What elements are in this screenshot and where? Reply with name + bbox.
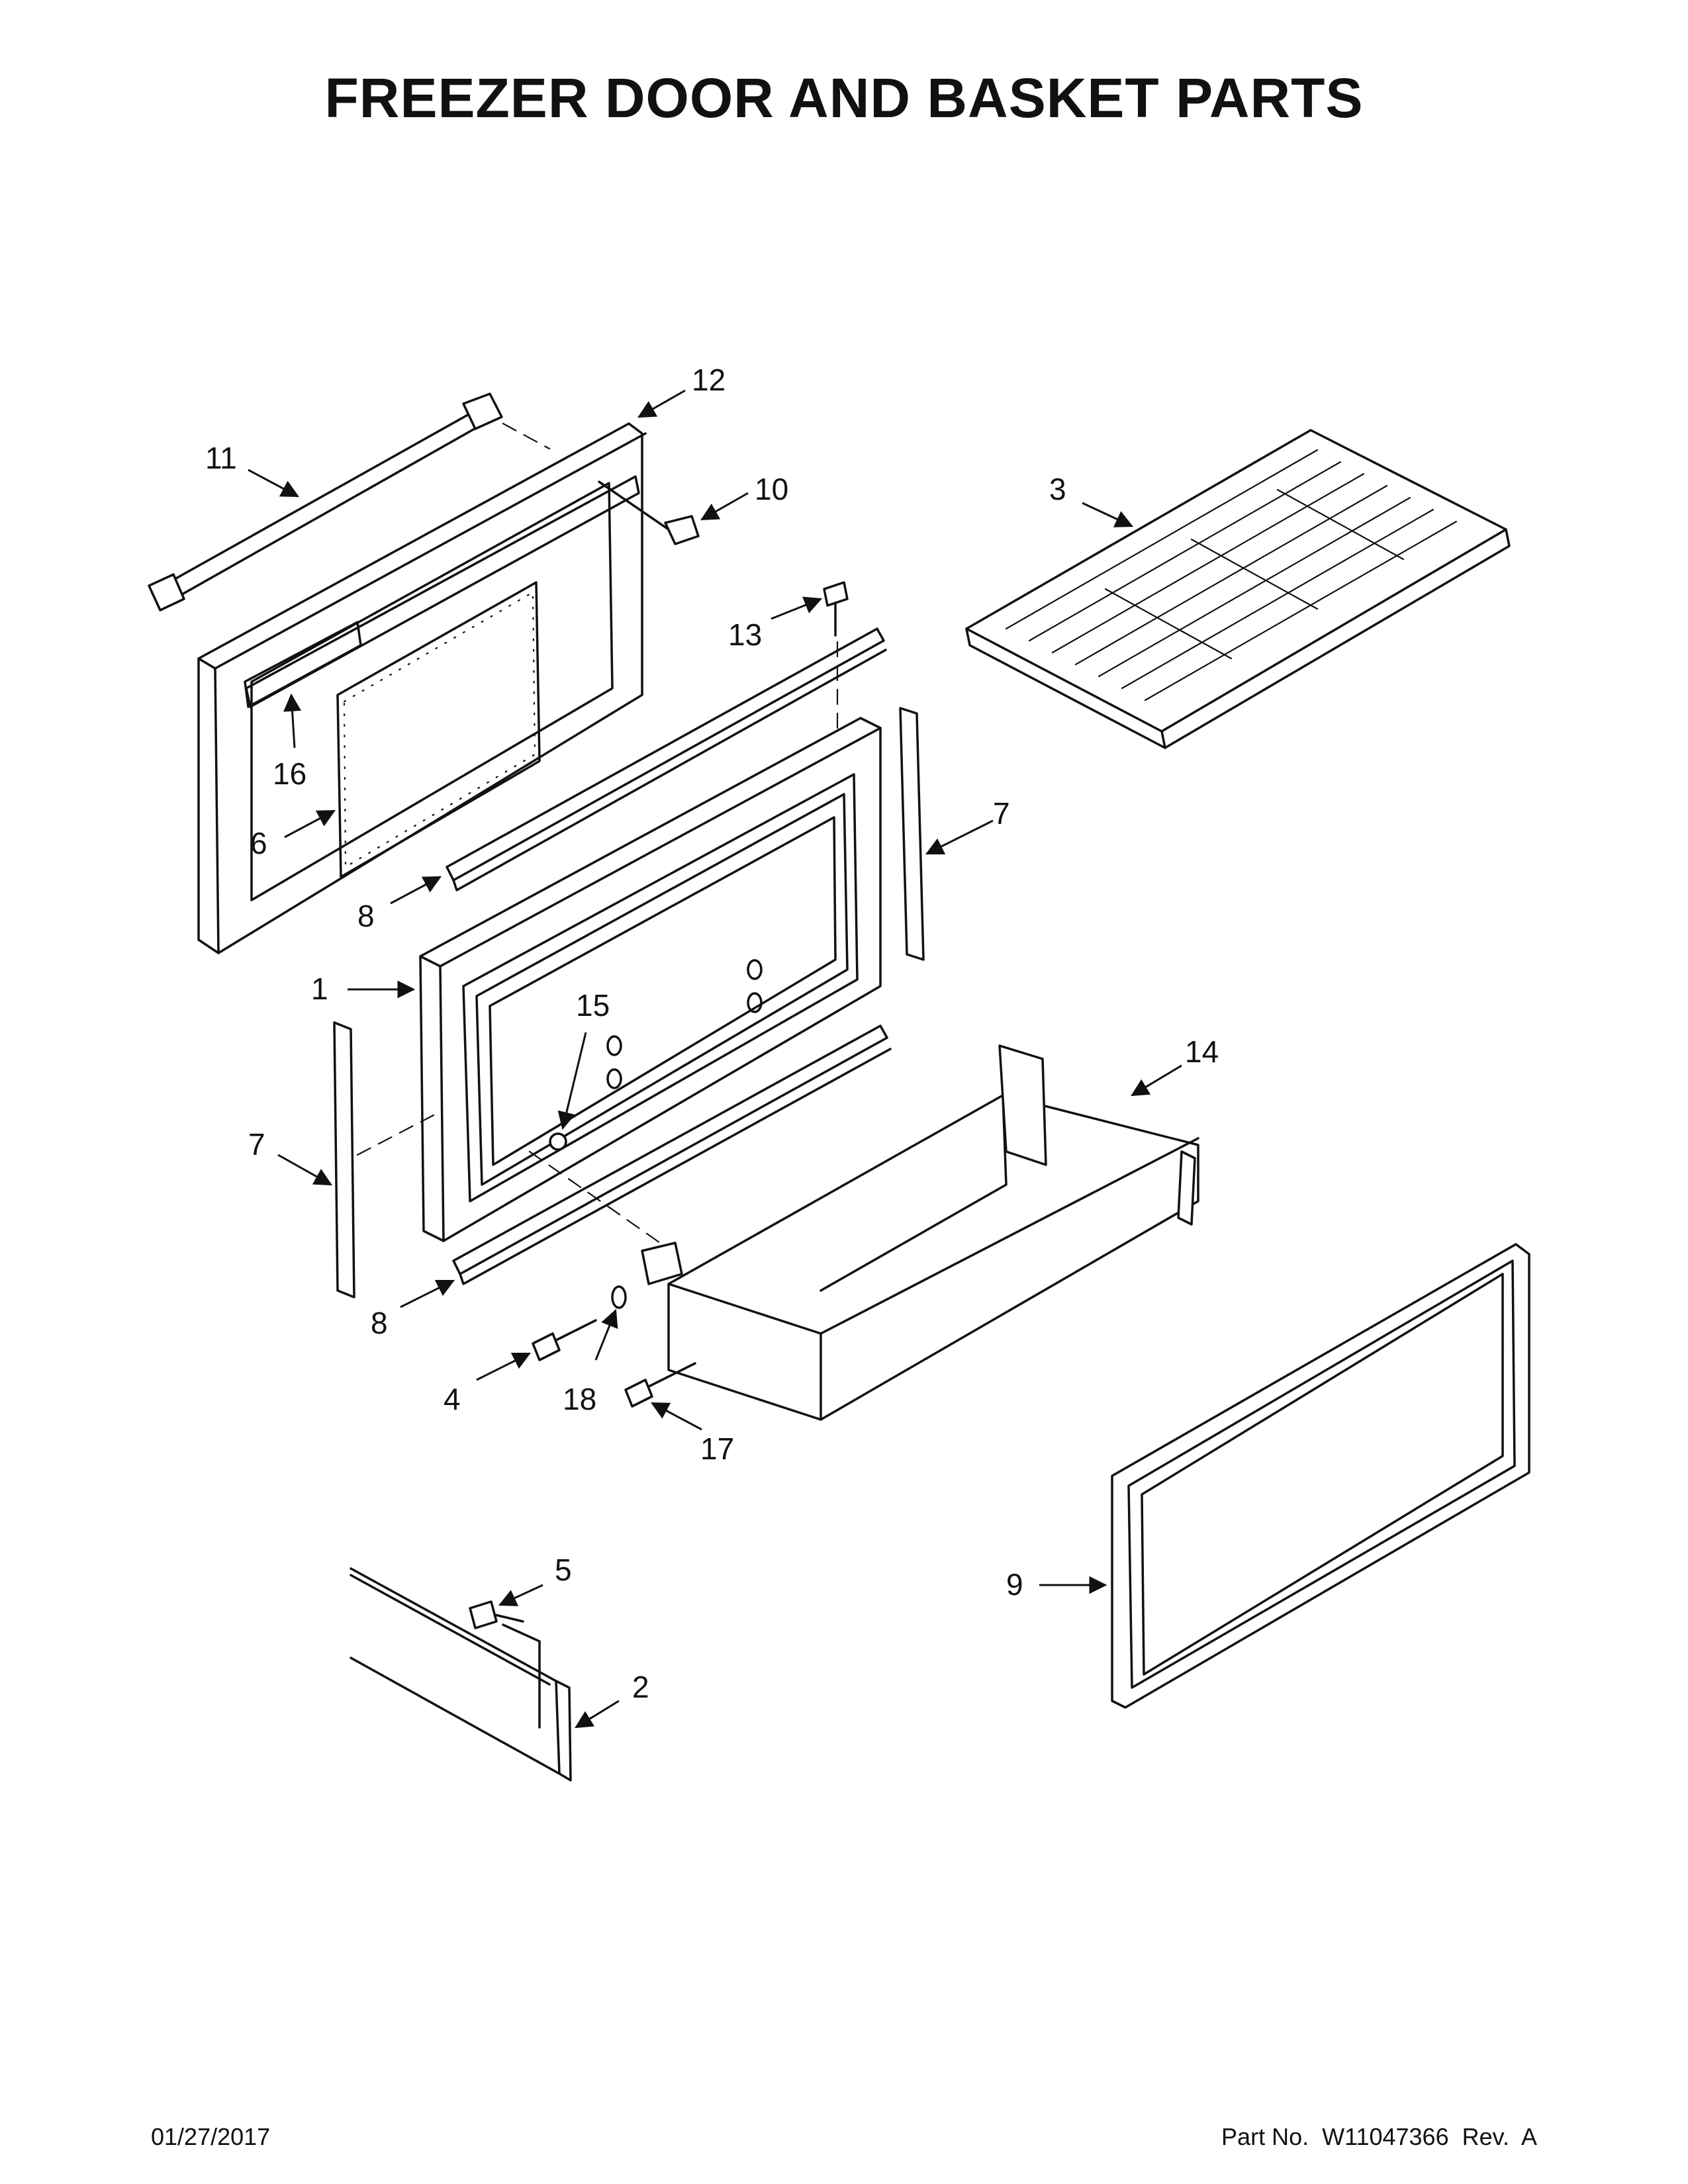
callout-8-lower: 8 bbox=[371, 1306, 388, 1340]
part-4-screw bbox=[532, 1319, 597, 1361]
callout-7-right: 7 bbox=[993, 796, 1010, 831]
callout-4: 4 bbox=[444, 1382, 461, 1416]
callout-10: 10 bbox=[755, 472, 788, 506]
part-13-screw bbox=[823, 581, 849, 736]
part-1-inner-door-liner bbox=[419, 717, 882, 1242]
part-6-insulation-panel bbox=[336, 581, 541, 878]
part-8-upper-rail bbox=[445, 627, 887, 891]
leader-16 bbox=[283, 693, 302, 749]
leader-7r bbox=[925, 819, 994, 855]
leader-8u bbox=[390, 876, 442, 905]
part-3-shelf bbox=[965, 429, 1511, 749]
leader-14 bbox=[1131, 1064, 1182, 1097]
leader-lines bbox=[248, 389, 1182, 1729]
callout-18: 18 bbox=[563, 1382, 596, 1416]
callout-2: 2 bbox=[632, 1670, 649, 1704]
leader-10 bbox=[700, 492, 749, 521]
leader-12 bbox=[637, 389, 686, 418]
part-8-lower-rail bbox=[452, 1024, 892, 1285]
part-11-handle bbox=[148, 392, 551, 612]
callout-9: 9 bbox=[1006, 1567, 1023, 1602]
part-number: W11047366 bbox=[1322, 2123, 1449, 2150]
part-label: Part No. bbox=[1221, 2123, 1309, 2150]
callout-13: 13 bbox=[728, 617, 762, 652]
part-17-screw bbox=[624, 1362, 696, 1408]
callout-15: 15 bbox=[576, 988, 610, 1023]
footer-part-info: Part No. W11047366 Rev. A bbox=[1221, 2123, 1537, 2151]
callout-1: 1 bbox=[311, 972, 328, 1006]
leader-2 bbox=[575, 1700, 620, 1729]
part-16-bracket bbox=[244, 621, 362, 708]
footer-date: 01/27/2017 bbox=[151, 2123, 271, 2150]
leader-18 bbox=[594, 1308, 618, 1361]
leader-17 bbox=[651, 1402, 702, 1431]
revision: Rev. A bbox=[1462, 2123, 1537, 2150]
callout-8-upper: 8 bbox=[357, 899, 375, 933]
callout-14: 14 bbox=[1185, 1034, 1219, 1069]
part-9-gasket bbox=[1111, 1243, 1530, 1709]
callout-7-left: 7 bbox=[248, 1127, 265, 1161]
page-title: FREEZER DOOR AND BASKET PARTS bbox=[324, 67, 1364, 129]
part-7-right-strip bbox=[899, 707, 925, 961]
callout-5: 5 bbox=[555, 1553, 572, 1587]
leader-4 bbox=[476, 1352, 532, 1381]
leader-6 bbox=[284, 809, 336, 839]
part-5-screw bbox=[469, 1600, 524, 1629]
leader-5 bbox=[498, 1584, 543, 1606]
leader-3 bbox=[1082, 502, 1134, 527]
leader-11 bbox=[248, 469, 299, 498]
callout-12: 12 bbox=[692, 363, 726, 397]
leader-7l bbox=[277, 1154, 332, 1186]
leader-15 bbox=[557, 1032, 587, 1130]
part-10-screw bbox=[598, 480, 700, 545]
leader-13 bbox=[771, 596, 823, 620]
callout-17: 17 bbox=[700, 1432, 734, 1466]
callout-labels: 11 12 10 3 13 16 6 7 8 1 15 14 7 8 4 18 … bbox=[205, 363, 1219, 1704]
part-14-basket bbox=[528, 1044, 1199, 1421]
part-15-nut bbox=[549, 1132, 567, 1151]
callout-3: 3 bbox=[1049, 472, 1066, 506]
part-2-kick-plate bbox=[350, 1567, 572, 1782]
leader-8l bbox=[400, 1279, 455, 1308]
part-18-washer bbox=[611, 1285, 627, 1309]
part-7-left-strip bbox=[333, 1021, 435, 1298]
callout-6: 6 bbox=[250, 826, 267, 860]
part-12-outer-door-frame bbox=[197, 422, 647, 954]
callout-11: 11 bbox=[205, 441, 237, 475]
callout-16: 16 bbox=[273, 756, 306, 791]
